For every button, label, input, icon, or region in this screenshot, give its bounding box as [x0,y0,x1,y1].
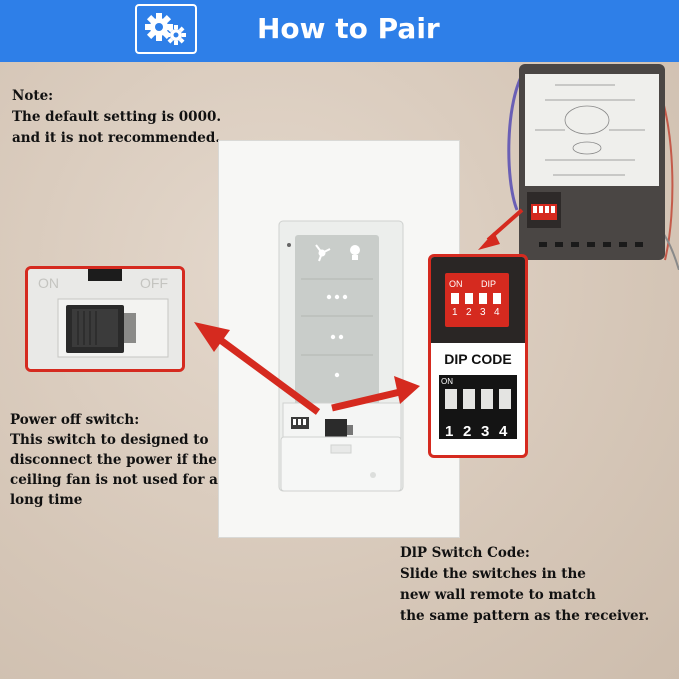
note-text: Note: The default setting is 0000. and i… [12,86,221,149]
page-title: How to Pair [257,12,440,45]
dip-on-label: ON [449,279,463,289]
gears-icon [135,4,197,54]
power-switch-line: long time [10,492,83,508]
power-switch-line: ceiling fan is not used for a [10,472,218,488]
dip-number: 3 [481,423,490,440]
fan-icon [315,244,331,262]
dip-number: 4 [494,307,500,318]
power-switch-text: Power off switch: This switch to designe… [10,410,225,510]
wall-plate [218,140,460,538]
light-bulb-icon [350,245,360,260]
dip-on-label: ON [441,377,453,386]
note-line: The default setting is 0000. [12,109,222,125]
dip-number: 1 [445,423,454,440]
dip-number: 2 [463,423,472,440]
header-bar: How to Pair [0,0,679,62]
dip-number: 3 [480,307,486,318]
dip-number: 4 [499,423,508,440]
dip-switch-line: the same pattern as the receiver. [400,608,650,624]
dip-label: DIP [481,279,497,289]
dip-switch-line: new wall remote to match [400,587,596,603]
switch-off-label: OFF [140,275,168,291]
dip-switch-zoom: ON DIP 1 2 3 4 DIP CODE ON 1 2 3 4 [428,254,528,458]
receiver-image [505,60,679,271]
dip-switch-line: Slide the switches in the [400,566,586,582]
switch-on-label: ON [38,275,59,291]
note-line: and it is not recommended. [12,130,221,146]
dip-code-label: DIP CODE [444,351,512,367]
dip-switch-heading: DlP Switch Code: [400,545,530,561]
dip-number: 1 [452,307,458,318]
power-switch-heading: Power off switch: [10,412,140,428]
power-switch-line: disconnect the power if the [10,452,217,468]
power-switch-line: This switch to designed to [10,432,209,448]
power-switch-zoom: ON OFF [25,266,185,372]
dip-switch-text: DlP Switch Code: Slide the switches in t… [400,543,675,627]
note-heading: Note: [12,88,54,104]
dip-number: 2 [466,307,472,318]
